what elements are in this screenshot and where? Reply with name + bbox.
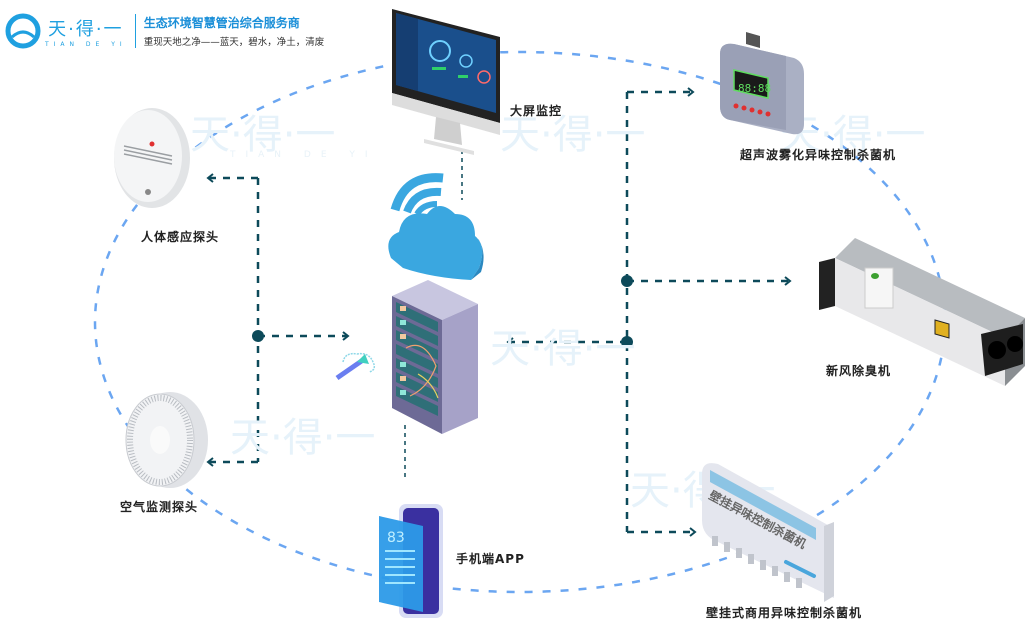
fresh-air-deodorizer-icon (819, 238, 1025, 386)
watermark: 天·得·一 (500, 112, 646, 158)
wall-mount-node[interactable]: 壁挂异味控制杀菌机 (698, 456, 838, 606)
watermark: 天·得·一 (490, 326, 636, 372)
ultrasonic-node[interactable]: 88:88 (716, 28, 806, 144)
right-junction-dot-upper (621, 275, 633, 287)
sync-arrow-node (333, 350, 377, 386)
motion-sensor-icon (114, 108, 190, 208)
left-junction-dot (252, 330, 264, 342)
brand-slogan: 重现天地之净——蓝天，碧水，净土，清废 (143, 37, 325, 48)
brand-divider (134, 14, 136, 48)
brand-logo: 天·得·一 TIAN DE YI 生态环境智慧管治综合服务商 重现天地之净——蓝… (5, 13, 324, 49)
fresh-air-node[interactable] (815, 222, 1025, 390)
brand-name: 天·得·一 (48, 18, 124, 40)
server-node[interactable] (388, 278, 482, 440)
wall-mounted-sterilizer-icon: 壁挂异味控制杀菌机 (702, 463, 834, 602)
phone-node[interactable]: 83 (375, 496, 445, 626)
human-sensor-label: 人体感应探头 (141, 230, 220, 244)
right-junction-dot-lower (621, 336, 633, 348)
smartphone-icon: 83 (379, 504, 443, 618)
human-sensor-node[interactable] (108, 104, 194, 218)
ultrasonic-sterilizer-icon: 88:88 (720, 32, 804, 135)
phone-screen-value: 83 (387, 530, 405, 546)
server-rack-icon (392, 280, 478, 434)
watermark-sub: TIAN DE YI (230, 150, 378, 160)
phone-label: 手机端APP (456, 552, 525, 566)
air-sensor-node[interactable] (120, 388, 212, 498)
desktop-monitor-icon (392, 9, 500, 155)
air-quality-sensor-icon (125, 392, 208, 488)
ultrasonic-display: 88:88 (738, 82, 771, 95)
sync-arrow-icon (335, 352, 376, 381)
brand-logo-icon (5, 13, 41, 49)
brand-pinyin: TIAN DE YI (45, 40, 127, 48)
watermark: 天·得·一 (780, 112, 926, 158)
monitor-node[interactable] (388, 5, 508, 161)
monitor-label: 大屏监控 (510, 104, 563, 118)
wall-mount-label: 壁挂式商用异味控制杀菌机 (706, 606, 863, 620)
ultrasonic-label: 超声波雾化异味控制杀菌机 (740, 148, 897, 162)
air-sensor-label: 空气监测探头 (120, 500, 199, 514)
brand-tagline: 生态环境智慧管治综合服务商 (143, 16, 300, 30)
cloud-wifi-icon (388, 173, 484, 280)
watermark: 天·得·一 (230, 415, 376, 461)
watermark: 天·得·一 (190, 112, 336, 158)
fresh-air-label: 新风除臭机 (826, 364, 892, 378)
cloud-node[interactable] (383, 168, 488, 292)
